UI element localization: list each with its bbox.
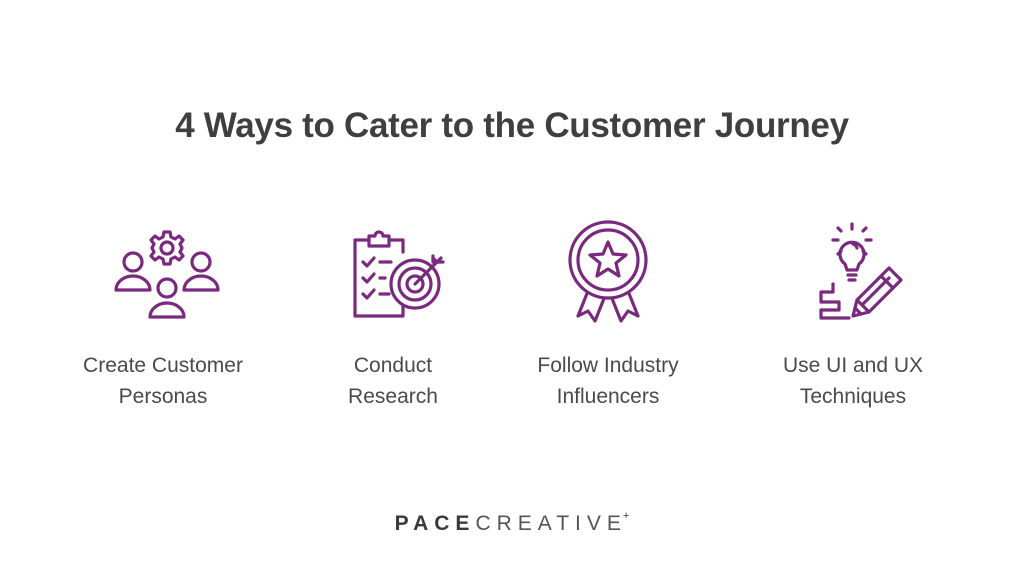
item-conduct-research: Conduct Research: [278, 218, 508, 412]
page-title: 4 Ways to Cater to the Customer Journey: [175, 106, 849, 145]
item-label-line1: Create Customer: [83, 354, 243, 377]
item-label-line1: Follow Industry: [537, 354, 679, 377]
item-use-ui-ux-techniques: Use UI and UX Techniques: [738, 218, 968, 412]
item-label-line2: Influencers: [556, 385, 660, 408]
logo-mark: +: [622, 510, 630, 522]
award-badge-icon: [568, 220, 648, 323]
idea-pencil-icon: [819, 222, 903, 320]
item-follow-industry-influencers: Follow Industry Influencers: [493, 218, 723, 412]
item-label-line2: Techniques: [799, 385, 907, 408]
item-label-line2: Research: [348, 385, 438, 408]
team-gear-icon: [114, 230, 220, 319]
item-label-line1: Conduct: [353, 354, 433, 377]
item-label-line1: Use UI and UX: [782, 354, 924, 377]
logo-bold: PACE: [394, 512, 476, 535]
item-label-line2: Personas: [118, 385, 208, 408]
pace-creative-logo: PACECREATIVE+: [0, 510, 1024, 536]
item-create-customer-personas: Create Customer Personas: [48, 218, 278, 412]
clipboard-target-icon: [353, 230, 445, 318]
logo-light: CREATIVE: [475, 512, 627, 535]
